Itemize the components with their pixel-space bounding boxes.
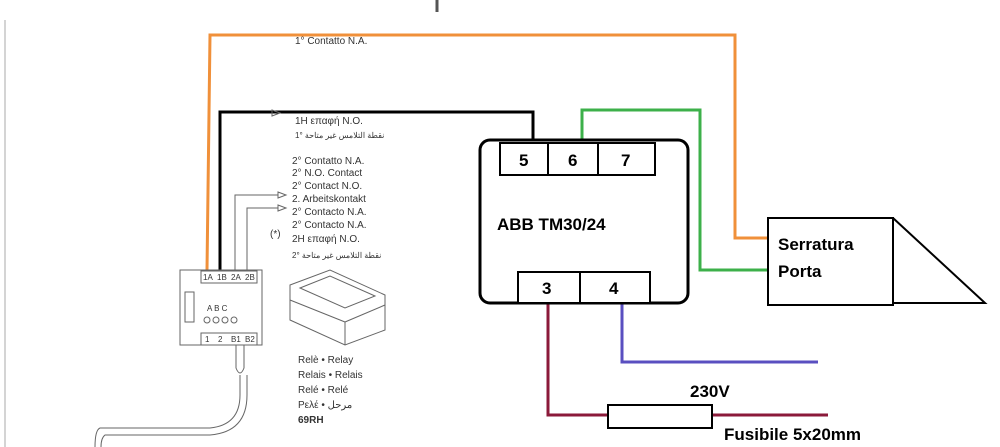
contact-1-arabic: 1° نقطة التلامس غير متاحة: [295, 131, 384, 140]
fuse: [607, 404, 713, 429]
timer-bottom-terminals: [517, 271, 651, 304]
maroon-wire: [546, 303, 828, 417]
orange-wire: [205, 33, 768, 271]
relay-label: Relé • Relé: [298, 385, 349, 396]
lock-label: Porta: [778, 262, 822, 281]
terminal-4: 4: [609, 279, 619, 298]
relay-model: 69RH: [298, 415, 324, 426]
relay-cable: [94, 345, 248, 447]
arrow-icon: [277, 191, 288, 199]
relay-label: Relè • Relay: [298, 355, 353, 366]
terminal-2a: 2A: [231, 273, 241, 282]
contact-2-label: 2° Contacto N.A.: [292, 207, 367, 218]
voltage-label: 230V: [690, 382, 730, 401]
contact-2-label: 2° Contatto N.A.: [292, 156, 364, 167]
fuse-label: Fusibile 5x20mm: [724, 425, 861, 444]
relay-illustration: [289, 269, 386, 346]
green-wire: [580, 108, 768, 272]
black-wire: [218, 110, 535, 270]
arrow-icon: [271, 109, 282, 117]
terminal-b2: B2: [245, 335, 255, 344]
relay-label: Relais • Relais: [298, 370, 363, 381]
arrow-icon: [277, 204, 288, 212]
lock-label: Serratura: [778, 235, 854, 254]
contact-line: [246, 207, 278, 270]
contact-1-greek: 1H επαφή N.O.: [295, 115, 363, 127]
terminal-1a: 1A: [203, 273, 213, 282]
terminal-6: 6: [568, 151, 577, 170]
contact-2-label: 2° Contact N.O.: [292, 181, 362, 192]
terminal-b1: B1: [231, 335, 241, 344]
contact-1-label: 1° Contatto N.A.: [295, 36, 367, 47]
relay-terminals: 1A 1B 2A 2B 1 2 B1 B2 A B C: [184, 270, 258, 346]
contact-2-label: 2° Contacto N.A.: [292, 220, 367, 231]
terminal-2: 2: [218, 335, 223, 344]
lock-triangle: [892, 217, 988, 304]
contact-line: [234, 194, 278, 270]
terminal-7: 7: [621, 151, 630, 170]
relay-abc-label: A B C: [207, 304, 228, 313]
door-lock-box: [767, 217, 894, 306]
purple-wire: [620, 303, 818, 364]
contact-2-label: 2. Arbeitskontakt: [292, 194, 366, 205]
terminal-3: 3: [542, 279, 551, 298]
contact-2-arabic: 2° نقطة التلامس غير متاحة: [292, 251, 381, 260]
contact-2-label: 2° N.O. Contact: [292, 168, 362, 179]
terminal-1: 1: [205, 335, 210, 344]
terminal-5: 5: [519, 151, 528, 170]
terminal-1b: 1B: [217, 273, 227, 282]
note-marker: (*): [270, 229, 281, 240]
contact-2-label: 2H επαφή N.O.: [292, 233, 360, 245]
terminal-2b: 2B: [245, 273, 255, 282]
timer-title: ABB TM30/24: [497, 215, 606, 234]
timer-top-terminals: [499, 142, 656, 176]
relay-label: Ρελέ • مرحل: [298, 399, 352, 411]
